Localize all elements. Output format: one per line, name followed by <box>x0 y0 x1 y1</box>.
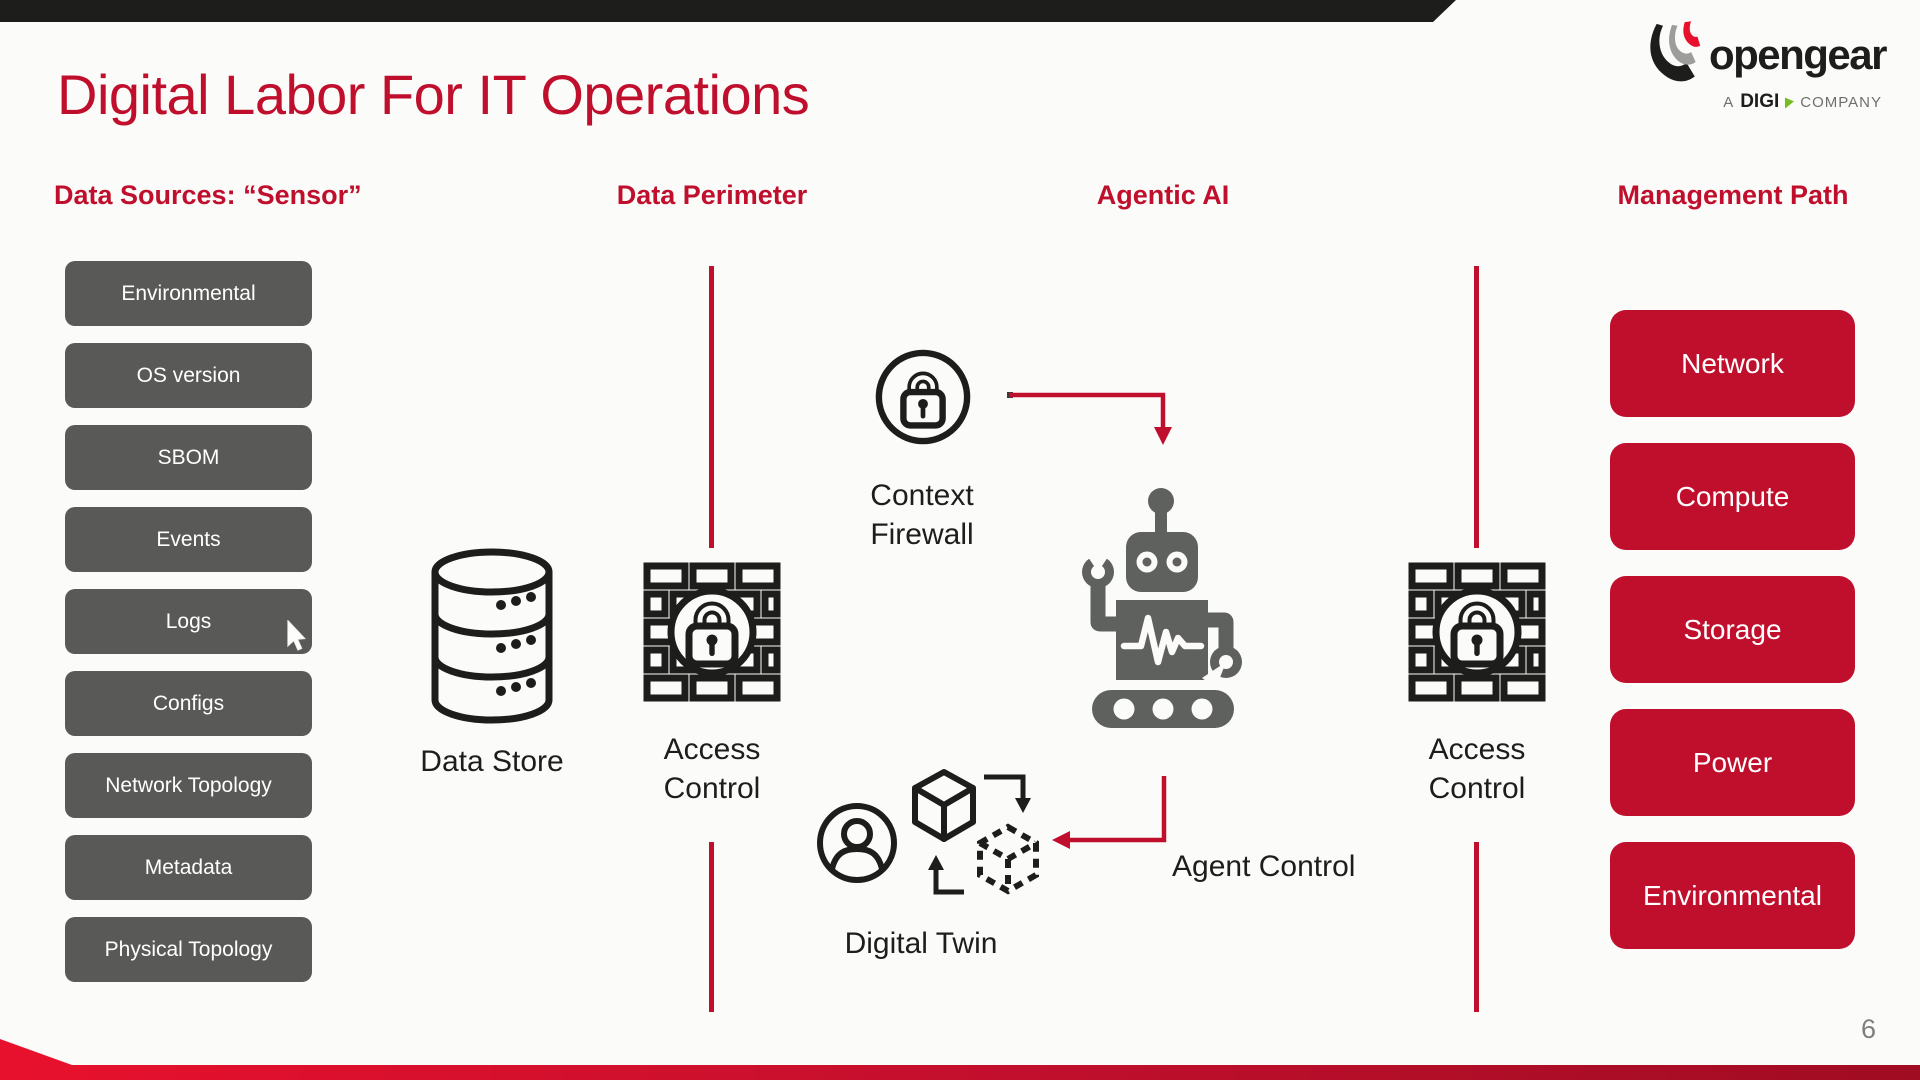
agent-control-label: Agent Control <box>1172 850 1356 883</box>
perimeter-line-top <box>709 266 714 548</box>
header-management-path: Management Path <box>1617 180 1849 210</box>
header-data-perimeter: Data Perimeter <box>616 180 808 210</box>
database-icon <box>428 548 556 729</box>
cycle-arrow-top-icon <box>984 774 1031 813</box>
context-firewall-label: Context Firewall <box>870 479 974 551</box>
access-control-label-right: Access Control <box>1428 733 1526 805</box>
header-data-sources: Data Sources: “Sensor” <box>54 180 362 210</box>
top-banner <box>0 0 1456 22</box>
digital-twin-label: Digital Twin <box>844 927 998 960</box>
robot-icon <box>1068 488 1254 735</box>
opengear-wordmark: opengear <box>1708 30 1888 78</box>
solid-cube-icon <box>912 769 976 842</box>
perimeter-line-bottom <box>709 842 714 1012</box>
source-chip-events: Events <box>65 507 312 572</box>
source-chip-network-topology: Network Topology <box>65 753 312 818</box>
context-to-agent-arrow <box>1009 392 1166 429</box>
mgmt-chip-power: Power <box>1610 709 1855 816</box>
cycle-arrow-bottom-icon <box>928 855 964 895</box>
mgmt-chip-environmental: Environmental <box>1610 842 1855 949</box>
firewall-lock-icon-left <box>642 562 782 707</box>
bottom-red-bar <box>0 1065 1920 1080</box>
source-chip-sbom: SBOM <box>65 425 312 490</box>
management-line-bottom <box>1474 842 1479 1012</box>
slide-title: Digital Labor For IT Operations <box>57 63 810 126</box>
data-store-label: Data Store <box>420 745 564 778</box>
source-chip-metadata: Metadata <box>65 835 312 900</box>
data-sources-stack: Environmental OS version SBOM Events Log… <box>65 261 312 982</box>
opengear-swoosh-icon <box>1644 20 1702 89</box>
source-chip-os-version: OS version <box>65 343 312 408</box>
mgmt-chip-network: Network <box>1610 310 1855 417</box>
management-line-top <box>1474 266 1479 548</box>
page-number: 6 <box>1860 1014 1876 1044</box>
tagline-digi: DIGI <box>1740 91 1780 112</box>
access-control-label-left: Access Control <box>663 733 761 805</box>
tagline-a: A <box>1723 93 1735 111</box>
mouse-cursor <box>285 619 308 657</box>
source-chip-logs: Logs <box>65 589 312 654</box>
digi-tagline: A DIGI COMPANY <box>1723 91 1882 113</box>
mgmt-chip-compute: Compute <box>1610 443 1855 550</box>
source-chip-physical-topology: Physical Topology <box>65 917 312 982</box>
source-chip-environmental: Environmental <box>65 261 312 326</box>
firewall-lock-icon-right <box>1407 562 1547 707</box>
digital-twin-icon <box>812 762 1052 907</box>
management-path-stack: Network Compute Storage Power Environmen… <box>1610 310 1855 949</box>
header-agentic-ai: Agentic AI <box>1096 180 1230 210</box>
agent-to-twin-arrow <box>1069 776 1167 843</box>
mgmt-chip-storage: Storage <box>1610 576 1855 683</box>
tagline-company: COMPANY <box>1800 93 1882 111</box>
dashed-cube-icon <box>977 823 1039 895</box>
person-circle-icon <box>817 803 897 883</box>
source-chip-configs: Configs <box>65 671 312 736</box>
opengear-logo: opengear A DIGI COMPANY <box>1644 20 1888 113</box>
context-firewall-icon <box>874 348 972 451</box>
